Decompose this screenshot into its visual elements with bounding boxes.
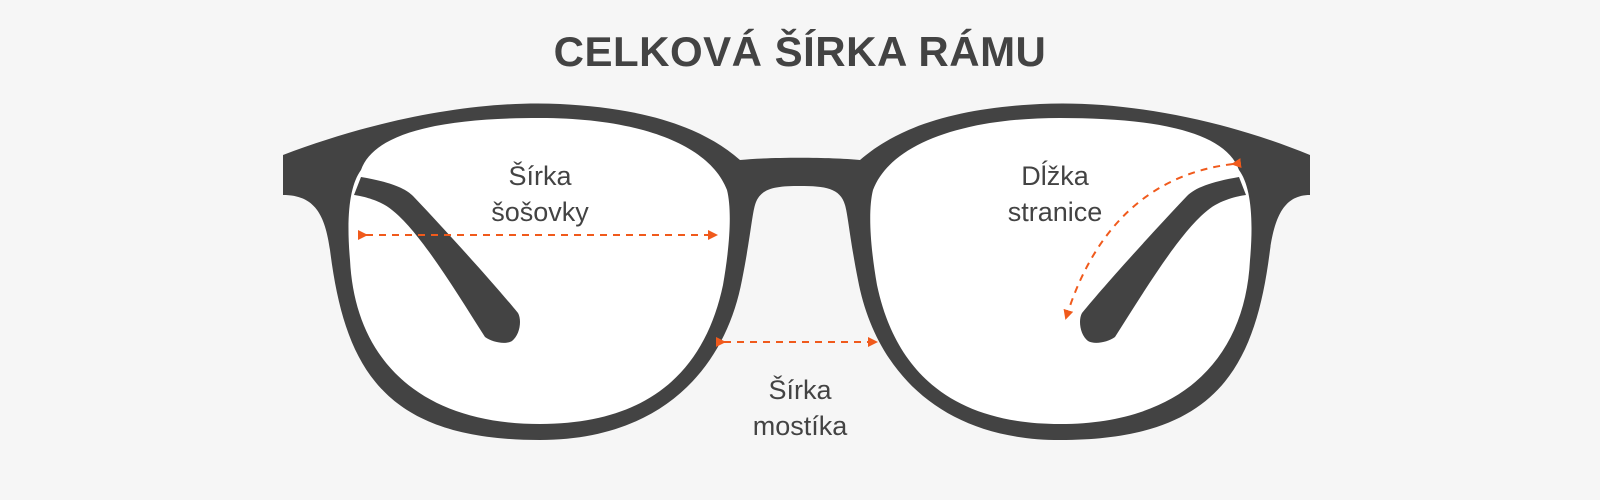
left-lens bbox=[348, 118, 730, 424]
temple-length-arrow bbox=[1063, 158, 1242, 320]
lens-width-label-line1: Šírka bbox=[508, 161, 572, 191]
diagram-title: CELKOVÁ ŠÍRKA RÁMU bbox=[553, 28, 1047, 75]
bridge-width-label: Šírka mostíka bbox=[690, 372, 910, 444]
bridge-width-label-line1: Šírka bbox=[768, 375, 832, 405]
temple-length-label: Dĺžka stranice bbox=[945, 158, 1165, 230]
lens-width-label: Šírka šošovky bbox=[430, 158, 650, 230]
temple-length-label-line2: stranice bbox=[1007, 197, 1103, 227]
left-temple-arm bbox=[354, 177, 520, 343]
bridge-width-label-line2: mostíka bbox=[752, 411, 848, 441]
temple-length-label-line1: Dĺžka bbox=[1021, 161, 1089, 191]
lens-width-label-line2: šošovky bbox=[491, 197, 589, 227]
